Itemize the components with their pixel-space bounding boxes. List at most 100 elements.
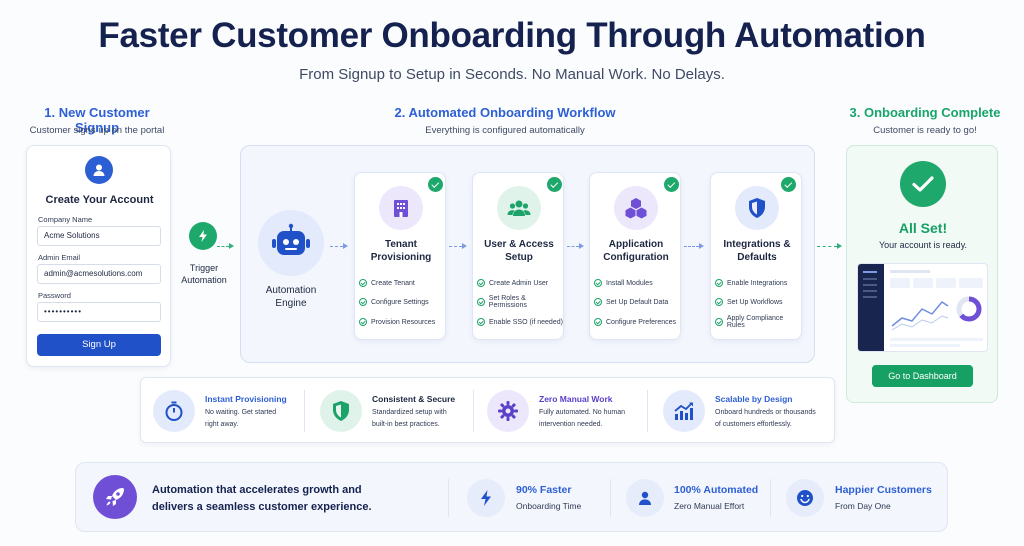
engine-connector xyxy=(330,246,343,247)
check-item: Enable SSO (if needed) xyxy=(477,317,563,327)
check-item: Set Roles & Permissions xyxy=(477,295,563,309)
lightning-icon xyxy=(189,222,217,250)
company-name-input[interactable]: Acme Solutions xyxy=(37,226,161,246)
feature-title-text: Scalable by Design xyxy=(715,394,793,404)
feature-title-text: Consistent & Secure xyxy=(372,394,456,404)
step-connector xyxy=(449,246,462,247)
complete-status: All Set! xyxy=(898,220,948,236)
step-arrow-icon xyxy=(462,243,467,249)
shield-check-icon xyxy=(320,390,362,432)
check-item: Set Up Default Data xyxy=(594,297,668,307)
stat-title: 100% Automated xyxy=(674,484,759,496)
check-circle-icon xyxy=(477,298,485,306)
step-title: Application Configuration xyxy=(590,238,682,264)
check-item-label: Apply Compliance Rules xyxy=(726,315,784,329)
stage1-subheading: Customer signs up on the portal xyxy=(29,125,165,136)
check-item-label: Set Roles & Permissions xyxy=(488,295,527,309)
check-item-label: Configure Settings xyxy=(371,298,429,306)
step-card-user-access: User & Access Setup Create Admin User Se… xyxy=(472,172,564,340)
feature-divider xyxy=(473,390,474,432)
check-item-label: Create Tenant xyxy=(371,279,415,287)
engine-label: Automation Engine xyxy=(252,284,330,310)
check-circle-icon xyxy=(900,161,946,207)
stat-sub: From Day One xyxy=(835,501,891,511)
engine-label-line1: Automation xyxy=(265,285,317,296)
stat-title: Happier Customers xyxy=(835,484,932,496)
feature-desc-line2: intervention needed. xyxy=(539,421,603,428)
check-circle-icon xyxy=(477,279,485,287)
feature-desc-line1: No waiting. Get started xyxy=(205,409,277,416)
trigger-label-line2: Automation xyxy=(181,275,227,285)
complete-arrow-icon xyxy=(837,243,842,249)
step-arrow-icon xyxy=(699,243,704,249)
admin-email-input[interactable]: admin@acmesolutions.com xyxy=(37,264,161,284)
engine-label-line2: Engine xyxy=(275,298,307,309)
check-item-label: Provision Resources xyxy=(371,318,436,326)
step-complete-check-icon xyxy=(547,177,562,192)
check-item-label: Set Up Default Data xyxy=(606,298,669,306)
stage3-heading: 3. Onboarding Complete xyxy=(849,105,1001,120)
engine-arrow-icon xyxy=(343,243,348,249)
footer-banner: Automation that accelerates growth and d… xyxy=(75,462,948,532)
footer-message: Automation that accelerates growth and d… xyxy=(152,482,372,516)
step-title-line1: Tenant xyxy=(384,239,418,250)
stat-title: 90% Faster xyxy=(516,484,572,496)
feature-divider xyxy=(647,390,648,432)
feature-desc-line2: built-in best practices. xyxy=(372,421,440,428)
sign-up-button[interactable]: Sign Up xyxy=(37,334,161,356)
step-title-line2: Provisioning xyxy=(370,252,432,263)
trigger-label: Trigger Automation xyxy=(176,262,232,286)
check-item: Configure Preferences xyxy=(594,317,676,327)
check-circle-icon xyxy=(715,279,723,287)
cubes-icon xyxy=(614,186,658,230)
feature-title-text: Instant Provisioning xyxy=(205,394,287,404)
footer-message-line1: Automation that accelerates growth and xyxy=(152,484,362,496)
footer-message-line2: delivers a seamless customer experience. xyxy=(152,501,372,513)
check-item: Create Tenant xyxy=(359,278,415,288)
go-to-dashboard-button[interactable]: Go to Dashboard xyxy=(872,365,973,387)
complete-card: All Set! Your account is ready. Go to Da… xyxy=(846,145,998,403)
step-card-app-config: Application Configuration Install Module… xyxy=(589,172,681,340)
dashboard-preview-image xyxy=(857,263,988,352)
building-icon xyxy=(379,186,423,230)
smile-icon xyxy=(786,479,824,517)
company-name-label: Company Name xyxy=(38,215,93,224)
lightning-icon xyxy=(467,479,505,517)
feature-desc: No waiting. Get started right away. xyxy=(205,407,276,431)
footer-divider xyxy=(448,479,449,517)
step-card-tenant: Tenant Provisioning Create Tenant Config… xyxy=(354,172,446,340)
check-circle-icon xyxy=(594,298,602,306)
page-title: Faster Customer Onboarding Through Autom… xyxy=(98,16,926,55)
step-title: Integrations & Defaults xyxy=(711,238,803,264)
step-title: Tenant Provisioning xyxy=(355,238,447,264)
feature-desc-line2: of customers effortlessly. xyxy=(715,421,792,428)
stat-sub: Zero Manual Effort xyxy=(674,501,745,511)
check-item: Set Up Workflows xyxy=(715,297,783,307)
feature-desc-line2: right away. xyxy=(205,421,239,428)
step-title-line1: User & Access xyxy=(484,239,554,250)
feature-title: Instant Provisioning xyxy=(205,394,287,404)
step-title-line1: Application xyxy=(608,239,664,250)
step-connector xyxy=(684,246,699,247)
check-circle-icon xyxy=(359,279,367,287)
step-connector xyxy=(567,246,579,247)
form-title: Create Your Account xyxy=(45,194,154,206)
check-circle-icon xyxy=(359,318,367,326)
user-avatar-icon xyxy=(85,156,113,184)
shield-icon xyxy=(735,186,779,230)
step-card-integrations: Integrations & Defaults Enable Integrati… xyxy=(710,172,802,340)
rocket-icon xyxy=(93,475,137,519)
admin-email-label: Admin Email xyxy=(38,253,81,262)
check-item: Enable Integrations xyxy=(715,278,787,288)
step-complete-check-icon xyxy=(781,177,796,192)
stage3-subheading: Customer is ready to go! xyxy=(873,125,977,136)
footer-divider xyxy=(610,479,611,517)
check-item: Install Modules xyxy=(594,278,653,288)
step-title-line2: Setup xyxy=(505,252,533,263)
step-title-line2: Defaults xyxy=(737,252,777,263)
gear-icon xyxy=(487,390,529,432)
password-input[interactable]: •••••••••• xyxy=(37,302,161,322)
feature-desc-line1: Onboard hundreds or thousands xyxy=(715,409,816,416)
step-title-line2: Configuration xyxy=(603,252,669,263)
